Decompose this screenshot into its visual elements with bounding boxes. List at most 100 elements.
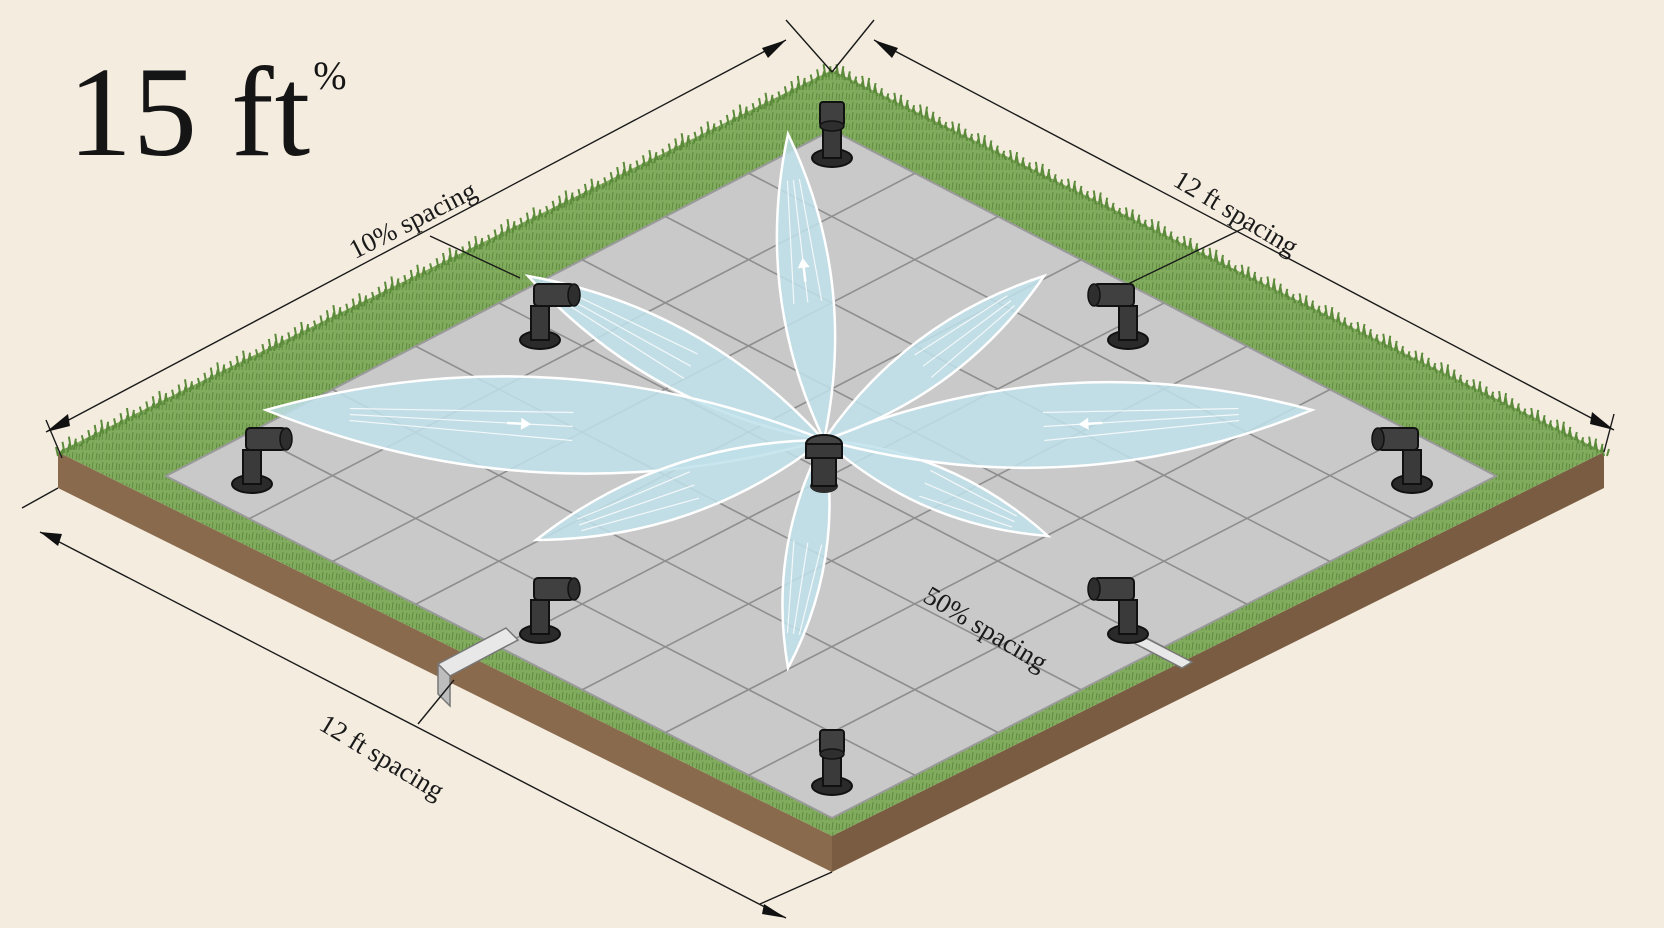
- grass-blade: [816, 69, 826, 81]
- grass-blade: [558, 195, 568, 208]
- grass-blade: [1054, 177, 1064, 186]
- grass-blade: [61, 441, 71, 454]
- grass-blade: [635, 160, 645, 170]
- grass-blade: [674, 138, 684, 151]
- spray-streak: [798, 179, 823, 301]
- grass-blade: [777, 91, 787, 100]
- sprinkler-head: [1087, 577, 1149, 644]
- grass-blade: [261, 343, 271, 355]
- grass-blade: [667, 143, 677, 154]
- grass-blade: [319, 315, 329, 326]
- grass-blade: [158, 390, 168, 406]
- grass-blade: [938, 119, 948, 129]
- dimension-arrowheads: [40, 40, 1614, 918]
- grass-blade: [809, 74, 819, 84]
- grass-blade: [493, 229, 503, 240]
- spray-streak: [930, 304, 1015, 378]
- grass-blade: [448, 247, 458, 262]
- grass-blade: [1459, 377, 1469, 387]
- grass-blade: [332, 304, 342, 320]
- grass-blade: [525, 212, 535, 224]
- grass-blade: [313, 320, 322, 329]
- grass-blade: [325, 310, 335, 323]
- grass-blade: [764, 92, 774, 107]
- grass-blade: [706, 121, 716, 135]
- grass-blade: [603, 177, 613, 186]
- grass-blade: [1285, 291, 1295, 301]
- grass-blade: [254, 349, 264, 358]
- grass-blade: [641, 155, 651, 167]
- grass-blade: [506, 219, 516, 234]
- spray-streak: [349, 413, 573, 428]
- grass-blade: [532, 207, 542, 221]
- grass-blade: [345, 303, 355, 314]
- grass-blade: [351, 298, 361, 310]
- spray-streak: [579, 484, 695, 526]
- spray-streak: [1043, 413, 1239, 428]
- grass-blade: [1343, 320, 1353, 329]
- paver-joint: [665, 388, 1331, 734]
- grass-blade: [100, 419, 110, 434]
- grass-blade: [403, 274, 413, 285]
- grass-blade: [622, 161, 632, 177]
- grass-blade: [564, 190, 574, 205]
- spray-streak: [792, 179, 809, 303]
- grass-blade: [113, 418, 123, 428]
- grass-blade: [583, 183, 593, 196]
- grass-blade: [383, 281, 393, 294]
- flow-arrowhead: [520, 417, 532, 430]
- grass-blade: [209, 367, 219, 380]
- spray-streak: [924, 482, 1015, 523]
- spray-streak: [914, 295, 1008, 356]
- grass-blade: [500, 224, 510, 237]
- grass-blade: [474, 235, 484, 250]
- grass-blade: [1227, 263, 1237, 272]
- sprinkler-heads: [231, 101, 1433, 796]
- grass-blade: [996, 148, 1006, 158]
- spray-streak: [575, 294, 698, 355]
- grass-blade: [184, 379, 193, 393]
- grass-blade: [145, 401, 155, 412]
- sprinkler-head: [811, 101, 853, 168]
- spray-streak: [576, 471, 691, 520]
- title-suffix: %: [313, 53, 348, 98]
- grass-blade: [409, 269, 419, 282]
- grass-blade: [880, 91, 890, 100]
- grass-blade: [519, 217, 529, 228]
- grass-blade: [551, 200, 561, 212]
- grass-blade: [429, 263, 439, 272]
- flow-arrowhead: [1078, 417, 1089, 430]
- grass-blade: [235, 355, 245, 368]
- grass-blade: [119, 412, 129, 425]
- title-value: 15 ft: [68, 41, 312, 183]
- grass-blade: [487, 234, 497, 244]
- grass-blade: [196, 377, 206, 387]
- grass-blade: [467, 241, 477, 253]
- grass-blade: [609, 172, 619, 183]
- sprinkler-head: [519, 283, 581, 350]
- grass-blade: [751, 102, 761, 113]
- grass-blade: [442, 252, 451, 266]
- spray-streak: [919, 495, 1013, 528]
- flow-arrowhead: [797, 257, 810, 269]
- spray-streak: [349, 419, 573, 442]
- grass-blade: [648, 149, 658, 164]
- spray-streak: [792, 542, 809, 634]
- grass-blade: [151, 396, 161, 409]
- grass-blade: [67, 436, 77, 450]
- grass-blade: [758, 97, 768, 110]
- sprinkler-head: [1371, 427, 1433, 494]
- grass-tufts: [55, 64, 1610, 457]
- spray-streak: [572, 300, 692, 367]
- grass-blade: [577, 188, 587, 199]
- grass-blade: [1169, 234, 1179, 244]
- grass-blade: [1575, 435, 1585, 444]
- grass-blade: [693, 131, 703, 142]
- spray-patterns: [262, 130, 1316, 672]
- grass-blade: [1401, 349, 1411, 358]
- grass-blade: [293, 327, 303, 339]
- grass-blade: [738, 104, 748, 119]
- grass-blade: [1601, 446, 1610, 457]
- grass-blade: [700, 126, 709, 138]
